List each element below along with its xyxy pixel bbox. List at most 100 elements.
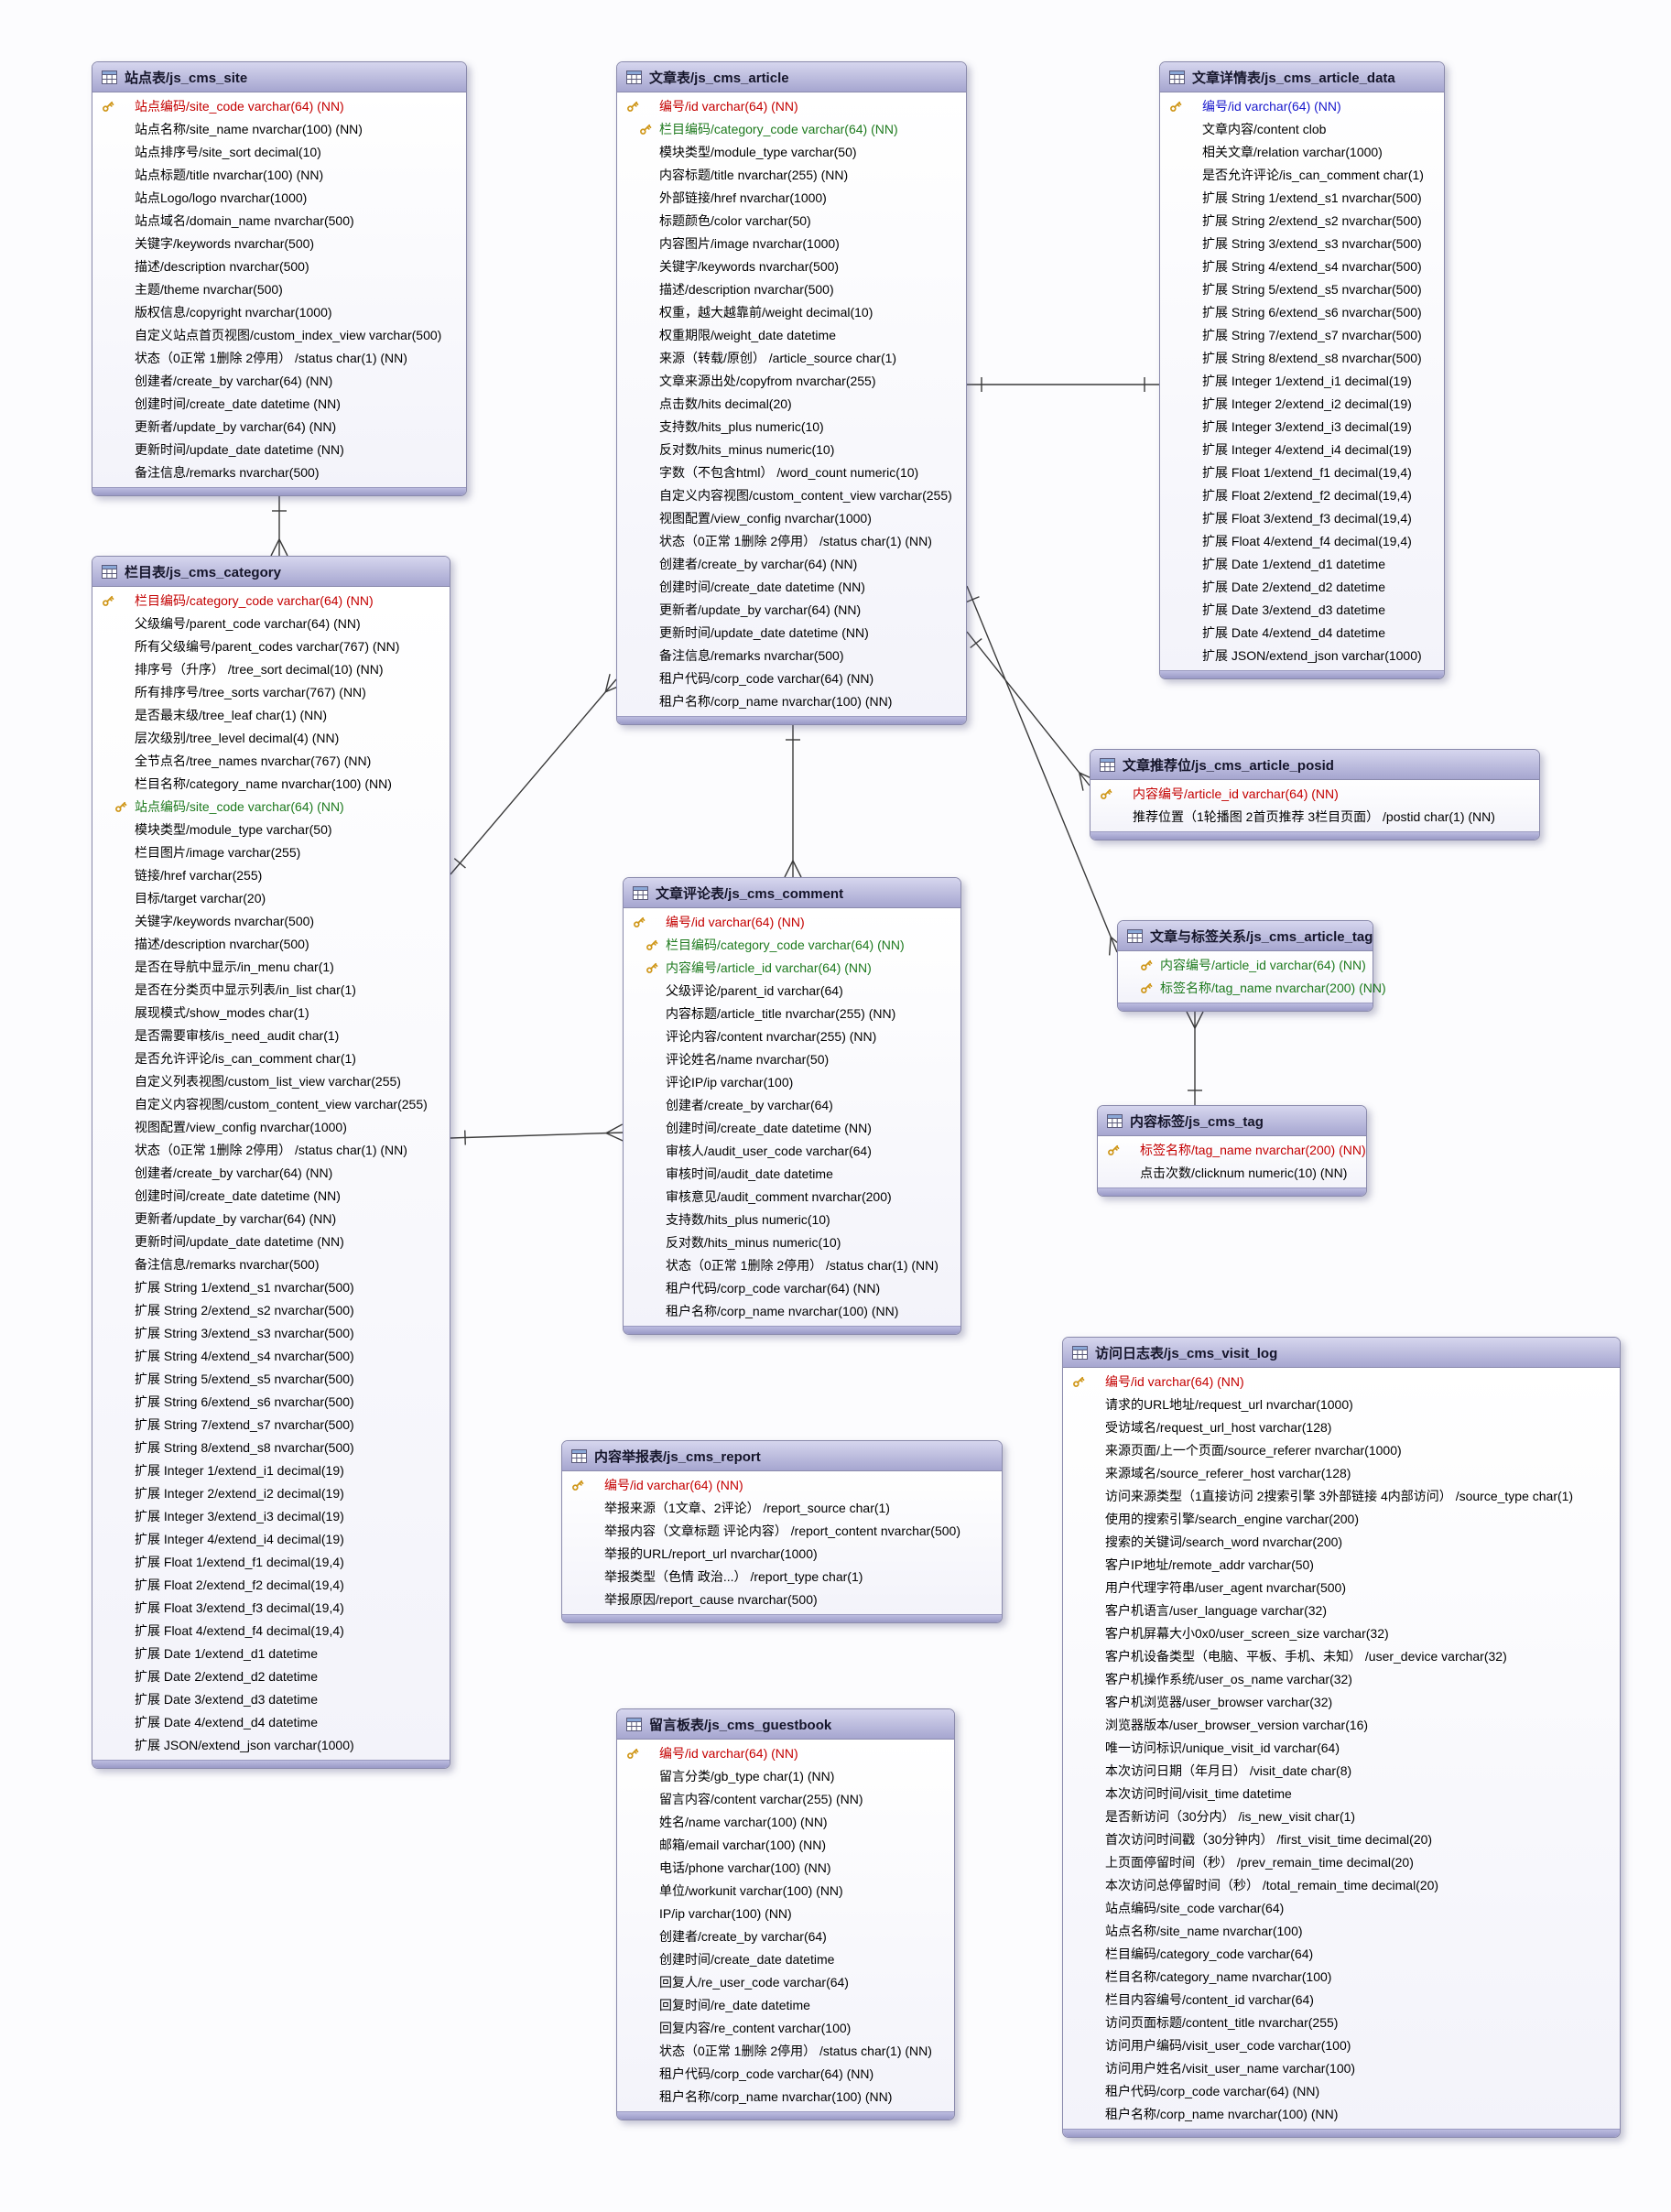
- field-row: 主题/theme nvarchar(500): [92, 278, 466, 301]
- field-row: 首次访问时间戳（30分钟内） /first_visit_time decimal…: [1063, 1828, 1620, 1851]
- field-label: 客户机浏览器/user_browser varchar(32): [1105, 1695, 1333, 1709]
- field-label: IP/ip varchar(100) (NN): [659, 1906, 792, 1921]
- field-row: 模块类型/module_type varchar(50): [617, 141, 966, 164]
- field-label: 扩展 Integer 2/extend_i2 decimal(19): [1202, 396, 1412, 411]
- field-label: 上页面停留时间（秒） /prev_remain_time decimal(20): [1105, 1855, 1414, 1870]
- field-row: 扩展 Date 1/extend_d1 datetime: [92, 1643, 450, 1665]
- entity-header: 访问日志表/js_cms_visit_log: [1063, 1338, 1620, 1368]
- field-row: 访问来源类型（1直接访问 2搜索引擎 3外部链接 4内部访问） /source_…: [1063, 1485, 1620, 1508]
- entity-field-list: 编号/id varchar(64) (NN)举报来源（1文章、2评论） /rep…: [562, 1471, 1002, 1614]
- field-row: 评论内容/content nvarchar(255) (NN): [624, 1025, 960, 1048]
- key-icon: [101, 593, 115, 608]
- field-row: 扩展 Integer 2/extend_i2 decimal(19): [92, 1482, 450, 1505]
- field-label: 姓名/name varchar(100) (NN): [659, 1815, 828, 1829]
- field-label: 创建时间/create_date datetime (NN): [135, 396, 341, 411]
- field-label: 扩展 String 1/extend_s1 nvarchar(500): [135, 1280, 354, 1295]
- field-row: 本次访问时间/visit_time datetime: [1063, 1783, 1620, 1805]
- field-label: 客户机操作系统/user_os_name varchar(32): [1105, 1672, 1352, 1686]
- entity-footer: [624, 1326, 960, 1334]
- field-label: 租户名称/corp_name nvarchar(100) (NN): [1105, 2107, 1339, 2121]
- field-label: 举报的URL/report_url nvarchar(1000): [604, 1546, 818, 1561]
- field-row: 站点Logo/logo nvarchar(1000): [92, 187, 466, 210]
- key-icon: [101, 99, 115, 114]
- field-row: 权重期限/weight_date datetime: [617, 324, 966, 347]
- entity-header: 内容举报表/js_cms_report: [562, 1441, 1002, 1471]
- field-label: 租户代码/corp_code varchar(64) (NN): [1105, 2084, 1320, 2098]
- field-row: 栏目名称/category_name nvarchar(100): [1063, 1966, 1620, 1989]
- field-row: 模块类型/module_type varchar(50): [92, 819, 450, 841]
- field-label: 举报来源（1文章、2评论） /report_source char(1): [604, 1501, 890, 1515]
- field-label: 权重期限/weight_date datetime: [659, 328, 836, 342]
- field-row: 客户机语言/user_language varchar(32): [1063, 1599, 1620, 1622]
- field-row: 举报来源（1文章、2评论） /report_source char(1): [562, 1497, 1002, 1520]
- field-row: 客户机屏幕大小0x0/user_screen_size varchar(32): [1063, 1622, 1620, 1645]
- field-row: 扩展 String 7/extend_s7 nvarchar(500): [1160, 324, 1444, 347]
- field-row: 编号/id varchar(64) (NN): [624, 911, 960, 934]
- entity-field-list: 栏目编码/category_code varchar(64) (NN)父级编号/…: [92, 587, 450, 1760]
- field-row: 扩展 String 2/extend_s2 nvarchar(500): [92, 1299, 450, 1322]
- field-label: 是否在导航中显示/in_menu char(1): [135, 960, 334, 974]
- entity-js_cms_tag[interactable]: 内容标签/js_cms_tag 标签名称/tag_name nvarchar(20…: [1097, 1105, 1367, 1197]
- field-label: 扩展 Date 4/extend_d4 datetime: [135, 1715, 319, 1729]
- field-label: 留言分类/gb_type char(1) (NN): [659, 1769, 835, 1784]
- field-label: 回复时间/re_date datetime: [659, 1998, 810, 2012]
- entity-js_cms_comment[interactable]: 文章评论表/js_cms_comment 编号/id varchar(64) (N…: [623, 877, 961, 1335]
- field-label: 权重，越大越靠前/weight decimal(10): [659, 305, 873, 320]
- entity-footer: [1098, 1187, 1366, 1196]
- field-label: 支持数/hits_plus numeric(10): [666, 1212, 830, 1227]
- field-label: 扩展 Float 4/extend_f4 decimal(19,4): [1202, 534, 1412, 548]
- field-label: 视图配置/view_config nvarchar(1000): [659, 511, 872, 526]
- field-row: 更新时间/update_date datetime (NN): [92, 439, 466, 461]
- field-label: 标签名称/tag_name nvarchar(200) (NN): [1140, 1143, 1366, 1157]
- field-label: 租户代码/corp_code varchar(64) (NN): [666, 1281, 881, 1296]
- field-row: 栏目图片/image varchar(255): [92, 841, 450, 864]
- field-row: 扩展 String 5/extend_s5 nvarchar(500): [1160, 278, 1444, 301]
- field-label: 自定义列表视图/custom_list_view varchar(255): [135, 1074, 401, 1089]
- field-label: 举报内容（文章标题 评论内容） /report_content nvarchar…: [604, 1523, 960, 1538]
- field-label: 租户名称/corp_name nvarchar(100) (NN): [659, 2089, 893, 2104]
- field-row: 来源页面/上一个页面/source_referer nvarchar(1000): [1063, 1439, 1620, 1462]
- field-row: 租户代码/corp_code varchar(64) (NN): [624, 1277, 960, 1300]
- field-label: 推荐位置（1轮播图 2首页推荐 3栏目页面） /postid char(1) (…: [1133, 809, 1495, 824]
- field-label: 访问用户姓名/visit_user_name varchar(100): [1105, 2061, 1356, 2076]
- entity-footer: [1063, 2129, 1620, 2137]
- field-label: 首次访问时间戳（30分钟内） /first_visit_time decimal…: [1105, 1832, 1433, 1847]
- field-label: 自定义站点首页视图/custom_index_view varchar(500): [135, 328, 442, 342]
- entity-header: 文章评论表/js_cms_comment: [624, 878, 960, 908]
- field-label: 关键字/keywords nvarchar(500): [659, 259, 840, 274]
- field-label: 创建者/create_by varchar(64) (NN): [659, 557, 858, 571]
- field-row: 更新时间/update_date datetime (NN): [92, 1231, 450, 1253]
- entity-field-list: 内容编号/article_id varchar(64) (NN)推荐位置（1轮播…: [1090, 780, 1539, 831]
- key-icon: [1168, 99, 1183, 114]
- field-label: 扩展 Integer 1/extend_i1 decimal(19): [135, 1463, 344, 1478]
- field-label: 扩展 Float 3/extend_f3 decimal(19,4): [1202, 511, 1412, 526]
- field-row: 是否允许评论/is_can_comment char(1): [1160, 164, 1444, 187]
- entity-footer: [92, 1760, 450, 1768]
- field-row: 来源域名/source_referer_host varchar(128): [1063, 1462, 1620, 1485]
- field-row: 租户代码/corp_code varchar(64) (NN): [617, 2063, 954, 2086]
- field-label: 更新时间/update_date datetime (NN): [659, 625, 869, 640]
- field-row: 链接/href varchar(255): [92, 864, 450, 887]
- field-label: 邮箱/email varchar(100) (NN): [659, 1838, 827, 1852]
- field-row: 客户机设备类型（电脑、平板、手机、未知） /user_device varcha…: [1063, 1645, 1620, 1668]
- field-row: 相关文章/relation varchar(1000): [1160, 141, 1444, 164]
- field-label: 回复人/re_user_code varchar(64): [659, 1975, 849, 1990]
- field-label: 扩展 JSON/extend_json varchar(1000): [135, 1738, 354, 1752]
- field-row: 扩展 Float 3/extend_f3 decimal(19,4): [92, 1597, 450, 1620]
- entity-title: 内容标签/js_cms_tag: [1130, 1113, 1264, 1130]
- field-label: 模块类型/module_type varchar(50): [659, 145, 857, 159]
- field-row: 所有父级编号/parent_codes varchar(767) (NN): [92, 635, 450, 658]
- field-row: 扩展 String 3/extend_s3 nvarchar(500): [1160, 233, 1444, 255]
- field-label: 创建者/create_by varchar(64) (NN): [135, 1166, 333, 1180]
- table-icon: [626, 70, 642, 84]
